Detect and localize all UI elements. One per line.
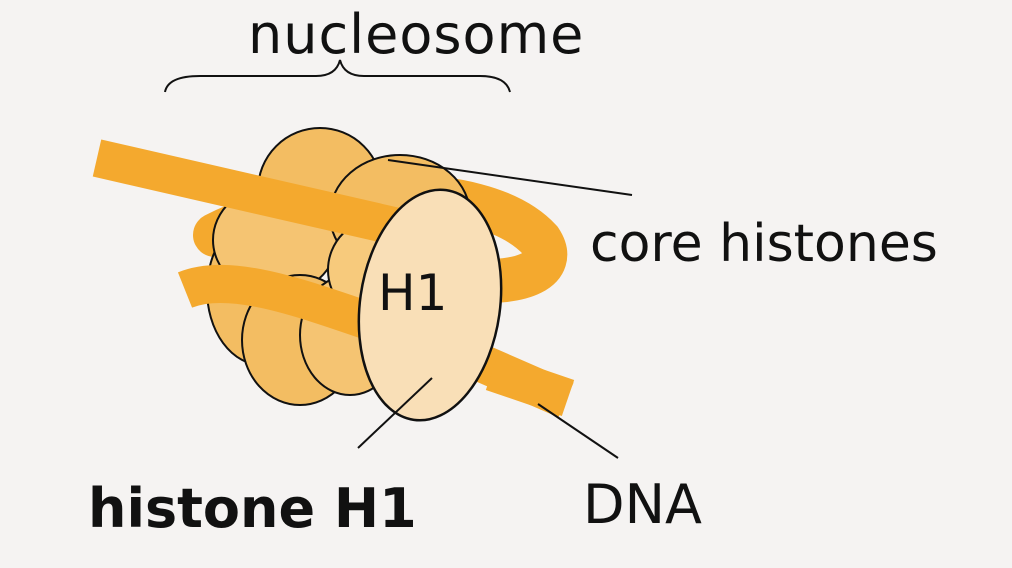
h1-shape-label: H1 — [378, 264, 448, 322]
core-histones-leader — [387, 159, 633, 196]
dna-leader — [537, 403, 619, 459]
histone-h1-label: histone H1 — [88, 477, 417, 540]
dna-label: DNA — [583, 473, 702, 536]
dna-strand-top — [92, 139, 425, 251]
dna-strand-exit — [485, 354, 575, 416]
core-histones-label: core histones — [590, 214, 938, 274]
nucleosome-label: nucleosome — [248, 3, 585, 66]
nucleosome-brace — [164, 59, 511, 93]
histone-h1-leader — [357, 377, 433, 449]
histone-h1-shape — [357, 188, 503, 422]
